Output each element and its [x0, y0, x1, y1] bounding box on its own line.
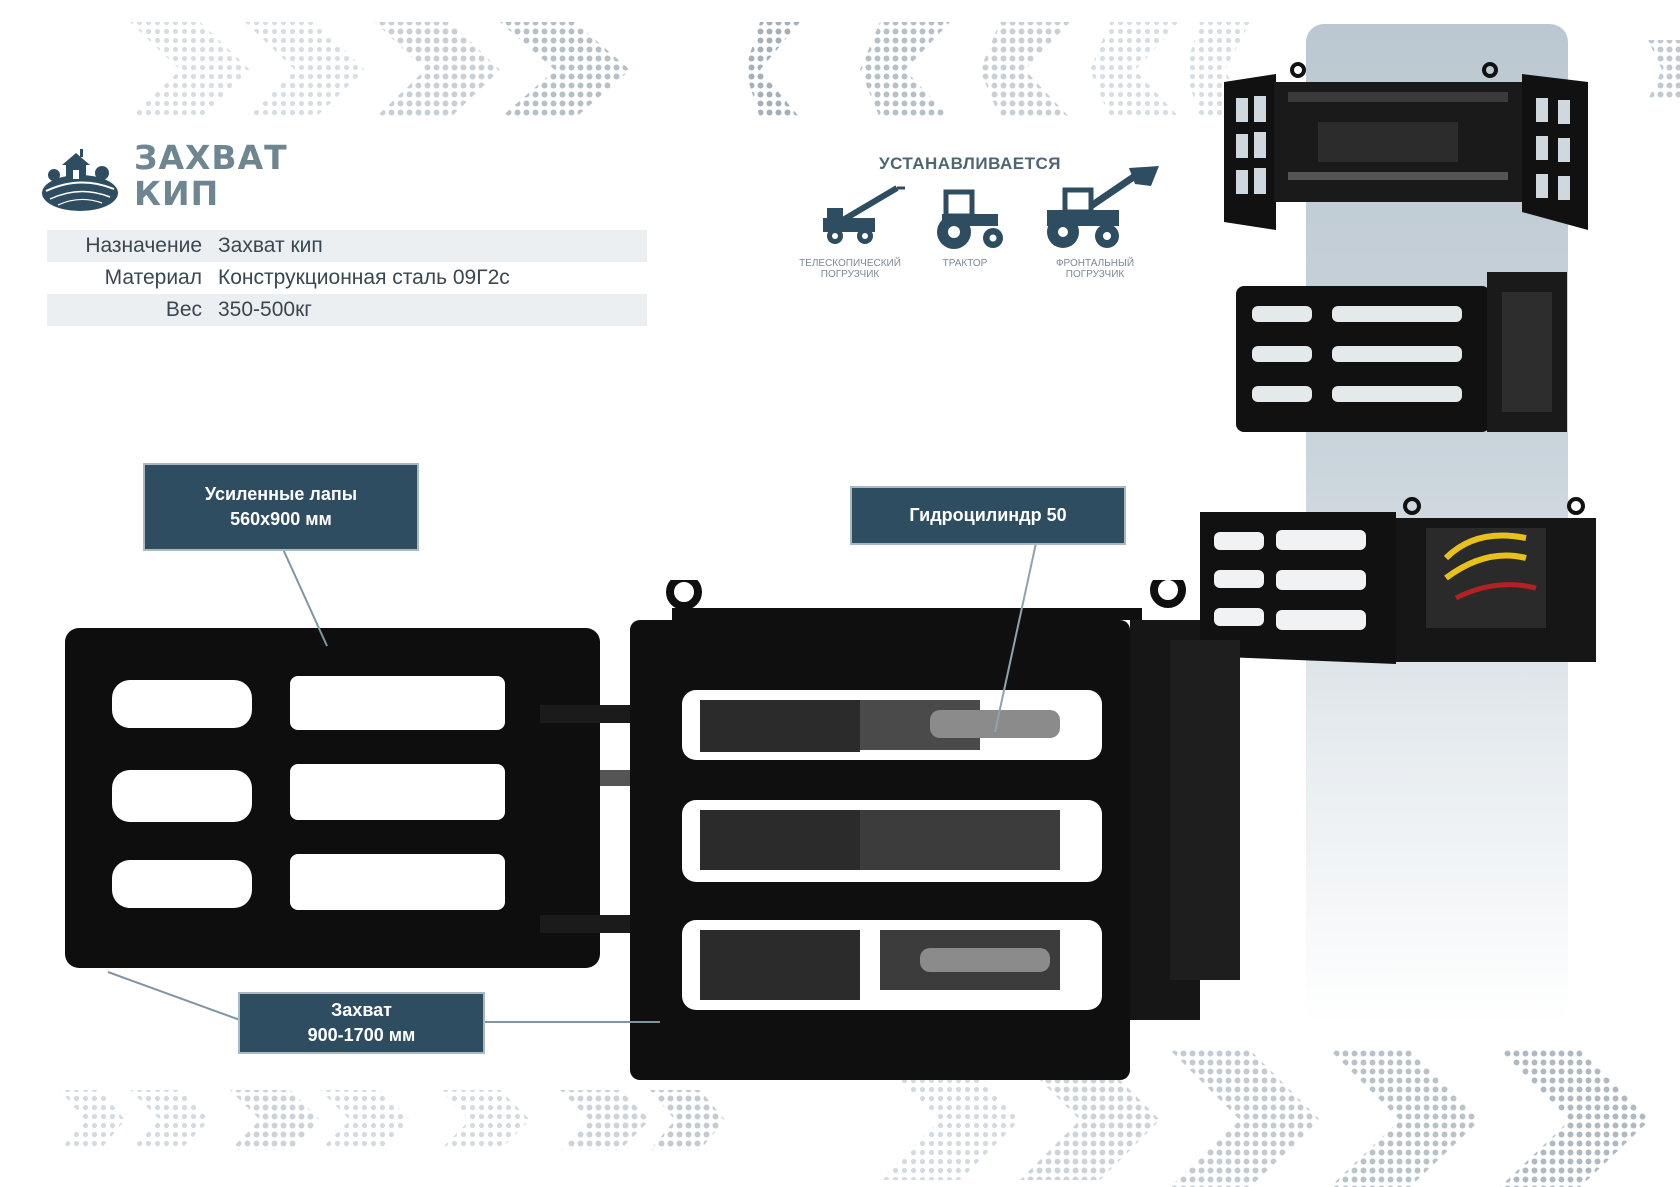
title-line-1: ЗАХВАТ — [134, 138, 288, 177]
spec-row: Материал Конструкционная сталь 09Г2с — [47, 262, 647, 294]
vehicle-caption: ТЕЛЕСКОПИЧЕСКИЙ ПОГРУЗЧИК — [785, 258, 915, 280]
callout-hydraulic-cylinder: Гидроцилиндр 50 — [852, 488, 1124, 543]
tractor-icon — [937, 189, 1003, 249]
farm-logo-icon — [42, 149, 118, 211]
vehicle-caption-line: ПОГРУЗЧИК — [1065, 269, 1125, 280]
spec-table: Назначение Захват кип Материал Конструкц… — [47, 230, 647, 326]
main-product-photo — [65, 580, 1240, 1080]
spec-row: Назначение Захват кип — [47, 230, 647, 262]
callout-grip-range: Захват 900-1700 мм — [240, 994, 483, 1052]
spec-label: Материал — [104, 266, 202, 289]
callout-line: Гидроцилиндр 50 — [909, 505, 1067, 525]
spec-label: Вес — [165, 298, 202, 321]
callout-line: Захват — [331, 1000, 392, 1020]
vehicle-caption: ФРОНТАЛЬНЫЙ ПОГРУЗЧИК — [1040, 258, 1150, 280]
spec-value: 350-500кг — [218, 298, 312, 321]
product-photo-hydraulics-view — [1200, 497, 1596, 664]
product-photo-open-view — [1224, 62, 1588, 230]
telehandler-icon — [823, 185, 905, 244]
front-loader-icon — [1047, 166, 1159, 248]
spec-value: Конструкционная сталь 09Г2с — [218, 266, 510, 289]
spec-value: Захват кип — [218, 234, 323, 257]
callout-line: Усиленные лапы — [204, 484, 358, 504]
page-title: ЗАХВАТ КИП — [134, 140, 288, 212]
callout-line: 560х900 мм — [230, 509, 332, 529]
callout-line: 900-1700 мм — [307, 1025, 416, 1045]
callout-reinforced-legs: Усиленные лапы 560х900 мм — [145, 465, 417, 549]
vehicle-caption-line: ТРАКТОР — [942, 258, 988, 269]
vehicle-caption-line: ПОГРУЗЧИК — [820, 269, 880, 280]
chevron-pattern-bottom — [60, 1050, 1650, 1187]
product-photo-closed-view — [1236, 272, 1567, 432]
install-title: УСТАНАВЛИВАЕТСЯ — [879, 154, 1061, 173]
spec-label: Назначение — [85, 234, 202, 257]
title-line-2: КИП — [134, 174, 220, 213]
vehicle-caption-line: ФРОНТАЛЬНЫЙ — [1055, 258, 1135, 269]
vehicle-caption-line: ТЕЛЕСКОПИЧЕСКИЙ — [799, 258, 901, 269]
vehicle-caption: ТРАКТОР — [915, 258, 1015, 269]
spec-row: Вес 350-500кг — [47, 294, 647, 326]
